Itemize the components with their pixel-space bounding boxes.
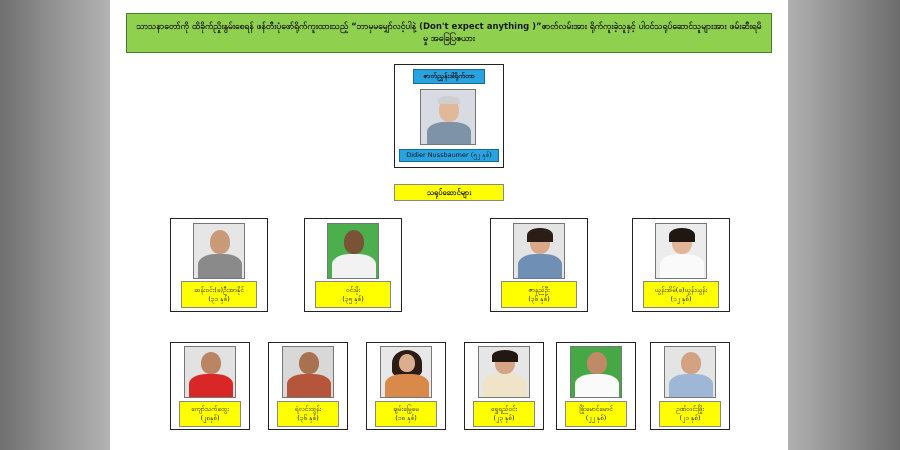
member-card: ဇာနည်ဦး (၃၆ နှစ်): [490, 218, 588, 312]
member-name: ယွန်းအိမ်(ခ)ယွန်းယွန်း: [654, 285, 708, 294]
member-age: (၃၆ နှစ်): [297, 414, 319, 422]
member-name: ဥဏ်လင်းဖြိုး: [676, 405, 704, 413]
member-photo: [282, 346, 334, 398]
member-card: ဆန်းဝင်း(ခ)ဦးအာနိုင် (၃၁ နှစ်): [170, 218, 268, 312]
member-age: (၃၆ နှစ်): [528, 294, 550, 303]
member-name: ဝင်းမိုး: [345, 285, 361, 294]
member-age: (၃၅ နှစ်): [342, 294, 364, 303]
member-photo: [327, 223, 379, 279]
director-card: ဇာတ်ညွှန်းဒါရိုက်တာ Didier Nussbaumer (၅…: [394, 64, 504, 168]
member-card: ဖြိုးမောင်မောင် (၂၂ နှစ်): [556, 342, 636, 430]
member-name-tag: ဥဏ်လင်းဖြိုး (၂၁ နှစ်): [659, 401, 721, 427]
member-photo: [655, 223, 707, 279]
member-name: ဆန်းဝင်း(ခ)ဦးအာနိုင်: [194, 285, 244, 294]
member-name: ရွှေရည်ဝင်း: [490, 405, 518, 413]
member-photo: [570, 346, 622, 398]
headline-banner: သာသနာတော်ကို ထိခိုက်ညှိုးနွမ်းစေရန် ဖန်တ…: [126, 13, 772, 53]
blurred-left-background: [0, 0, 110, 450]
member-name-tag: ကျော်သက်ထွေး (၂၈နှစ်): [179, 401, 241, 427]
member-card: ဥဏ်လင်းဖြိုး (၂၁ နှစ်): [650, 342, 730, 430]
blurred-right-background: [788, 0, 900, 450]
member-age: (၂၂ နှစ်): [585, 414, 607, 422]
member-photo: [184, 346, 236, 398]
member-name-tag: ရဲလင်းထွန်း (၃၆ နှစ်): [277, 401, 339, 427]
director-title: ဇာတ်ညွှန်းဒါရိုက်တာ: [413, 69, 485, 84]
member-age: (၁၂ နှစ်): [670, 294, 692, 303]
member-name-tag: ရွှေရည်ဝင်း (၂၃ နှစ်): [473, 401, 535, 427]
member-photo: [513, 223, 565, 279]
member-card: ချမ်းမြေ့မေ (၁၈ နှစ်): [366, 342, 446, 430]
member-age: (၁၈ နှစ်): [395, 414, 417, 422]
member-name-tag: ဆန်းဝင်း(ခ)ဦးအာနိုင် (၃၁ နှစ်): [181, 281, 257, 308]
director-name: Didier Nussbaumer (၅၂ နှစ်): [399, 149, 499, 162]
member-name: ဇာနည်ဦး: [528, 285, 550, 294]
org-chart-page: သာသနာတော်ကို ထိခိုက်ညှိုးနွမ်းစေရန် ဖန်တ…: [110, 0, 788, 450]
member-name: ရဲလင်းထွန်း: [294, 405, 322, 413]
member-name: ချမ်းမြေ့မေ: [393, 405, 419, 413]
member-name-tag: ဝင်းမိုး (၃၅ နှစ်): [315, 281, 391, 308]
member-name-tag: ယွန်းအိမ်(ခ)ယွန်းယွန်း (၁၂ နှစ်): [643, 281, 719, 308]
member-name: ကျော်သက်ထွေး: [191, 405, 229, 413]
cast-members-label: သရုပ်ဆောင်များ: [394, 184, 504, 201]
member-name-tag: ဖြိုးမောင်မောင် (၂၂ နှစ်): [565, 401, 627, 427]
member-age: (၂၈နှစ်): [200, 414, 220, 422]
member-card: ဝင်းမိုး (၃၅ နှစ်): [304, 218, 402, 312]
member-card: ကျော်သက်ထွေး (၂၈နှစ်): [170, 342, 250, 430]
member-name-tag: ဇာနည်ဦး (၃၆ နှစ်): [501, 281, 577, 308]
member-name-tag: ချမ်းမြေ့မေ (၁၈ နှစ်): [375, 401, 437, 427]
member-photo: [478, 346, 530, 398]
member-age: (၃၁ နှစ်): [208, 294, 230, 303]
member-card: ရွှေရည်ဝင်း (၂၃ နှစ်): [464, 342, 544, 430]
member-photo: [380, 346, 432, 398]
member-age: (၂၁ နှစ်): [679, 414, 701, 422]
member-card: ယွန်းအိမ်(ခ)ယွန်းယွန်း (၁၂ နှစ်): [632, 218, 730, 312]
director-photo: [420, 89, 476, 145]
member-age: (၂၃ နှစ်): [493, 414, 515, 422]
member-photo: [664, 346, 716, 398]
member-card: ရဲလင်းထွန်း (၃၆ နှစ်): [268, 342, 348, 430]
member-photo: [193, 223, 245, 279]
member-name: ဖြိုးမောင်မောင်: [579, 405, 613, 413]
